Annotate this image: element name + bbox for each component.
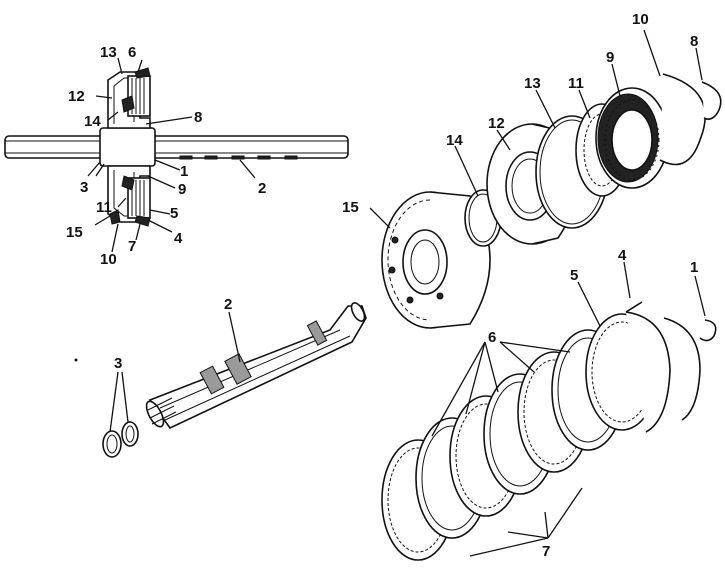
label-9-section: 9 xyxy=(178,181,186,198)
snap-ring-10 xyxy=(659,73,706,166)
label-4-section: 4 xyxy=(174,230,183,247)
label-14-section: 14 xyxy=(84,113,101,130)
label-7-section: 7 xyxy=(128,238,136,255)
cross-section-leaders xyxy=(87,57,256,253)
label-15: 15 xyxy=(342,199,359,216)
label-1: 1 xyxy=(690,259,698,276)
clutch-plates xyxy=(381,313,659,561)
label-12: 12 xyxy=(488,115,505,132)
label-8-section: 8 xyxy=(194,109,202,126)
label-8: 8 xyxy=(690,33,698,50)
output-shaft xyxy=(145,302,367,430)
label-11: 11 xyxy=(568,75,584,92)
label-5: 5 xyxy=(570,267,578,284)
label-2: 2 xyxy=(224,296,232,313)
label-11-section: 11 xyxy=(96,199,112,216)
snap-rings-3 xyxy=(102,371,139,458)
label-3-section: 3 xyxy=(80,179,88,196)
part-labels: 13 6 12 14 8 1 2 3 9 11 5 15 4 7 10 15 1… xyxy=(66,11,698,560)
label-1-section: 1 xyxy=(180,163,188,180)
pressure-plate-and-rings xyxy=(625,301,717,433)
label-5-section: 5 xyxy=(170,205,178,222)
shaft-section xyxy=(4,135,349,159)
label-14: 14 xyxy=(446,132,463,149)
label-13: 13 xyxy=(524,75,541,92)
label-6-section: 6 xyxy=(128,44,136,61)
label-10: 10 xyxy=(632,11,649,28)
label-7: 7 xyxy=(542,543,550,560)
label-3: 3 xyxy=(114,355,122,372)
label-10-section: 10 xyxy=(100,251,117,268)
snap-ring-8 xyxy=(701,81,722,120)
exploded-leaders xyxy=(228,29,706,557)
label-6: 6 xyxy=(488,329,496,346)
label-2-section: 2 xyxy=(258,180,266,197)
label-12-section: 12 xyxy=(68,88,85,105)
label-15-section: 15 xyxy=(66,224,83,241)
label-13-section: 13 xyxy=(100,44,117,61)
label-4: 4 xyxy=(618,247,627,264)
cross-section-assembly xyxy=(4,67,349,227)
clutch-drum xyxy=(381,191,491,329)
stray-dot xyxy=(74,358,78,362)
label-9: 9 xyxy=(606,49,614,66)
spring-retainer-9 xyxy=(595,87,669,189)
